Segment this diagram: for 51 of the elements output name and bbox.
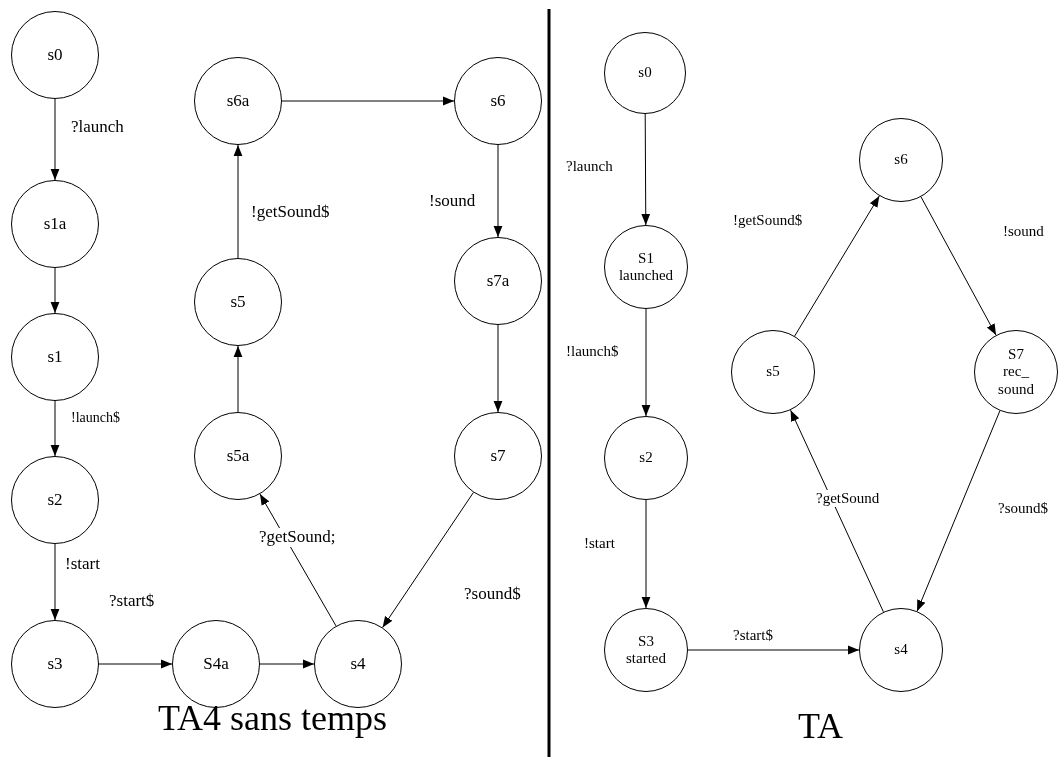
transition-arrow [50, 400, 60, 457]
state-label: S7 rec_ sound [997, 346, 1035, 398]
transition-arrow [641, 308, 651, 417]
transition-arrow [493, 324, 503, 413]
state-label: s1 [47, 347, 63, 367]
transition-arrow [233, 144, 243, 259]
transition-arrow [281, 96, 455, 106]
transition-arrow [920, 196, 997, 336]
edge-label: ?start$ [732, 627, 774, 644]
transition-arrow [916, 410, 1001, 612]
state-label: s0 [638, 64, 652, 82]
automaton-caption: TA4 sans temps [158, 700, 388, 736]
state-label: S1 launched [617, 249, 675, 285]
transition-arrow [794, 195, 880, 337]
transition-arrow [98, 659, 173, 669]
state-label: s5a [226, 446, 250, 466]
transition-arrow [233, 345, 243, 413]
state-label: s5 [766, 363, 780, 381]
edge-label: ?sound$ [997, 500, 1049, 517]
state-label: s3 [47, 654, 63, 674]
state-label: s7 [490, 446, 506, 466]
state-label: s6a [226, 91, 250, 111]
edge-label: !getSound$ [250, 203, 331, 222]
state-label: S3 started [625, 632, 667, 668]
edge-label: ?getSound; [258, 528, 337, 547]
transition-arrow [50, 267, 60, 314]
edge-label: !launch$ [565, 343, 620, 360]
transition-arrow [50, 98, 60, 181]
transition-arrow [259, 659, 315, 669]
transition-arrow [493, 144, 503, 238]
transition-arrow [790, 409, 884, 613]
edge-label: ?getSound [815, 490, 881, 507]
state-label: s4 [894, 641, 908, 659]
transition-arrow [641, 113, 651, 226]
edge-label: !launch$ [70, 410, 121, 426]
state-label: s2 [47, 490, 63, 510]
state-label: s2 [639, 449, 653, 467]
state-label: s1a [43, 214, 67, 234]
automaton-caption: TA [798, 708, 844, 744]
state-label: s6 [894, 151, 908, 169]
state-label: s5 [230, 292, 246, 312]
transition-arrow [50, 543, 60, 621]
state-label: s4 [350, 654, 366, 674]
state-label: S4a [203, 654, 229, 674]
transition-arrow [687, 645, 860, 655]
transition-arrow [382, 492, 474, 628]
state-label: s6 [490, 91, 506, 111]
state-label: s7a [486, 271, 510, 291]
transition-arrow [641, 499, 651, 609]
edge-label: !getSound$ [732, 212, 804, 229]
state-label: s0 [47, 45, 63, 65]
